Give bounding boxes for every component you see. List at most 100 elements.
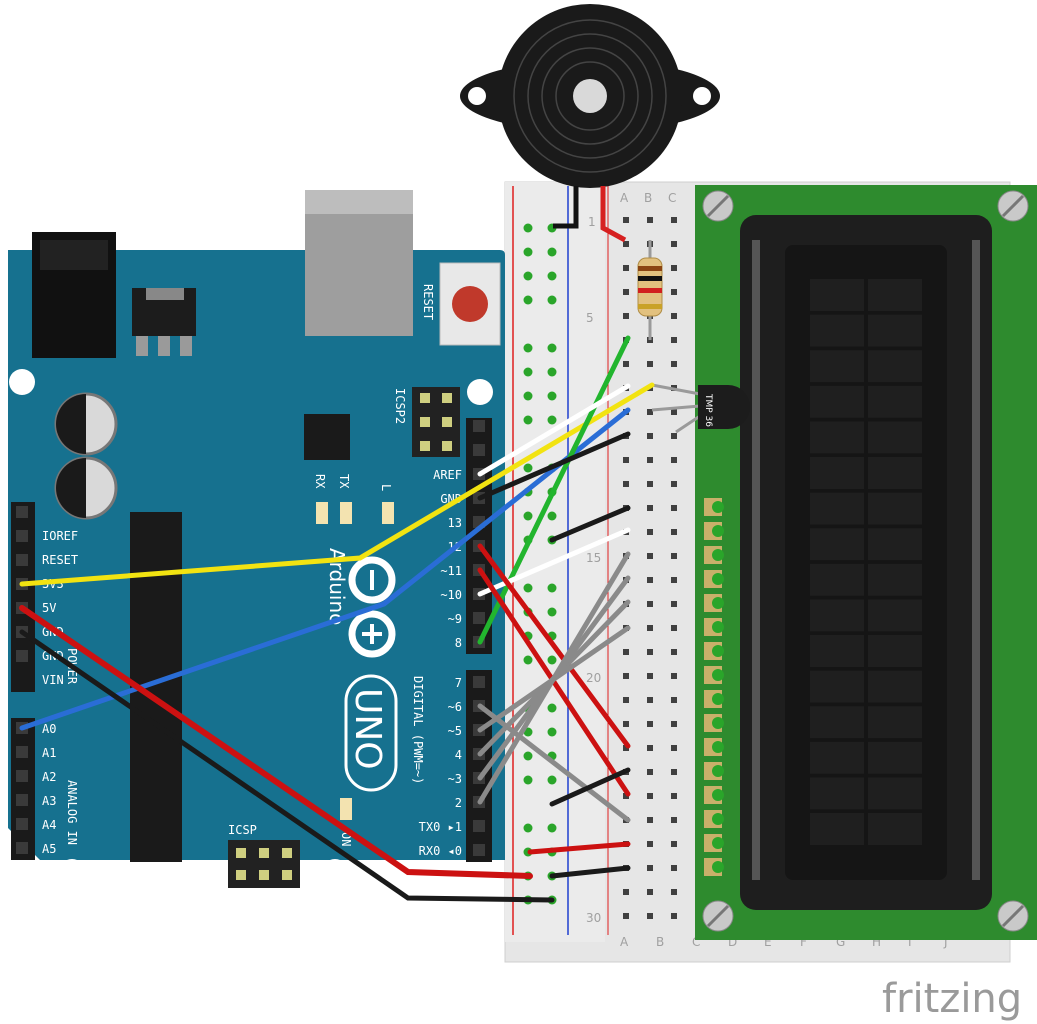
- piezo-buzzer: [460, 4, 720, 243]
- analog-pin-label: A3: [42, 794, 56, 808]
- breadboard-hole: [671, 817, 677, 823]
- breadboard-hole: [623, 313, 629, 319]
- pin-socket[interactable]: [16, 506, 28, 518]
- rail-hole: [523, 775, 533, 785]
- reset-label: RESET: [421, 284, 435, 320]
- breadboard-hole: [671, 457, 677, 463]
- resistor: [637, 240, 663, 340]
- breadboard-hole: [623, 745, 629, 751]
- rail-hole: [523, 823, 533, 833]
- arduino-logo: [348, 556, 396, 658]
- lcd-char-cell: [868, 385, 922, 418]
- lcd-pin: [704, 594, 724, 612]
- digital-pin-label: 8: [455, 636, 462, 650]
- lcd-char-cell: [810, 457, 864, 489]
- rail-hole: [523, 367, 533, 377]
- buzzer-center: [573, 79, 607, 113]
- l-led: [382, 502, 394, 524]
- lcd-pin: [704, 546, 724, 564]
- pin-socket[interactable]: [16, 650, 28, 662]
- pin-socket[interactable]: [473, 612, 485, 624]
- analog-pin-label: A5: [42, 842, 56, 856]
- analog-pin-label: A4: [42, 818, 56, 832]
- lcd-char-cell: [868, 350, 922, 383]
- breadboard-hole: [647, 577, 653, 583]
- lcd-char-cell: [868, 492, 922, 525]
- pin-socket[interactable]: [473, 844, 485, 856]
- lcd-module: [695, 185, 1037, 940]
- breadboard-hole: [647, 793, 653, 799]
- lcd-pin: [704, 522, 724, 540]
- screw: [702, 900, 734, 932]
- power-pin-label: RESET: [42, 553, 78, 567]
- fritzing-logo: fritzing: [882, 976, 1022, 1022]
- buzzer-lead-black: [553, 186, 579, 229]
- analog-pin-label: A2: [42, 770, 56, 784]
- digital-section-label: DIGITAL (PWM=~): [411, 676, 425, 784]
- digital-pin-label: ~9: [448, 612, 462, 626]
- breadboard-hole: [671, 505, 677, 511]
- breadboard-hole: [671, 697, 677, 703]
- breadboard-hole: [647, 361, 653, 367]
- rail-hole: [547, 727, 557, 737]
- breadboard-hole: [623, 289, 629, 295]
- analog-pin-label: A0: [42, 722, 56, 736]
- lcd-char-cell: [868, 314, 922, 347]
- wire-black-gnd: [19, 629, 555, 903]
- lcd-pin: [704, 618, 724, 636]
- wire-black-rail: [549, 865, 631, 879]
- pin-socket[interactable]: [16, 554, 28, 566]
- column-label-bottom: A: [620, 935, 629, 949]
- pin-socket[interactable]: [16, 818, 28, 830]
- rail-hole: [523, 511, 533, 521]
- pin-socket[interactable]: [473, 820, 485, 832]
- breadboard-hole: [671, 745, 677, 751]
- digital-pin-label: 4: [455, 748, 462, 762]
- reset-button[interactable]: [439, 262, 501, 346]
- breadboard-hole: [647, 865, 653, 871]
- pin-socket[interactable]: [473, 444, 485, 456]
- column-label-bottom: F: [800, 935, 807, 949]
- lcd-char-cell: [810, 314, 864, 347]
- rail-hole: [523, 751, 533, 761]
- rail-hole: [547, 247, 557, 257]
- breadboard-hole: [671, 673, 677, 679]
- wire-black-gnd-top: [477, 431, 631, 501]
- pin-socket[interactable]: [16, 842, 28, 854]
- column-label-bottom: G: [836, 935, 845, 949]
- rail-hole: [523, 583, 533, 593]
- digital-pin-label: ~6: [448, 700, 462, 714]
- wire-gray-2: [477, 551, 631, 805]
- lcd-screen: [785, 245, 947, 880]
- column-label-b: B: [644, 191, 652, 205]
- lcd-char-cell: [810, 635, 864, 667]
- breadboard-hole: [671, 721, 677, 727]
- rail-hole: [523, 247, 533, 257]
- breadboard-hole: [623, 673, 629, 679]
- breadboard-hole: [647, 481, 653, 487]
- icsp-header: [228, 840, 300, 888]
- breadboard-hole: [671, 313, 677, 319]
- breadboard-hole: [671, 433, 677, 439]
- pin-socket[interactable]: [16, 530, 28, 542]
- lcd-char-cell: [810, 385, 864, 418]
- breadboard-hole: [647, 529, 653, 535]
- breadboard-hole: [671, 409, 677, 415]
- pin-socket[interactable]: [473, 676, 485, 688]
- tx-label: TX: [337, 474, 351, 489]
- lcd-char-cell: [868, 599, 922, 632]
- screw: [997, 190, 1029, 222]
- lcd-char-cell: [810, 777, 864, 810]
- pin-socket[interactable]: [16, 794, 28, 806]
- pin-socket[interactable]: [16, 770, 28, 782]
- power-pin-label: IOREF: [42, 529, 78, 543]
- pin-socket[interactable]: [16, 746, 28, 758]
- rail-hole: [547, 391, 557, 401]
- breadboard-hole: [623, 913, 629, 919]
- breadboard-hole: [623, 793, 629, 799]
- lcd-char-cell: [868, 706, 922, 739]
- mounting-hole: [322, 859, 348, 885]
- pin-socket[interactable]: [473, 420, 485, 432]
- breadboard-hole: [671, 793, 677, 799]
